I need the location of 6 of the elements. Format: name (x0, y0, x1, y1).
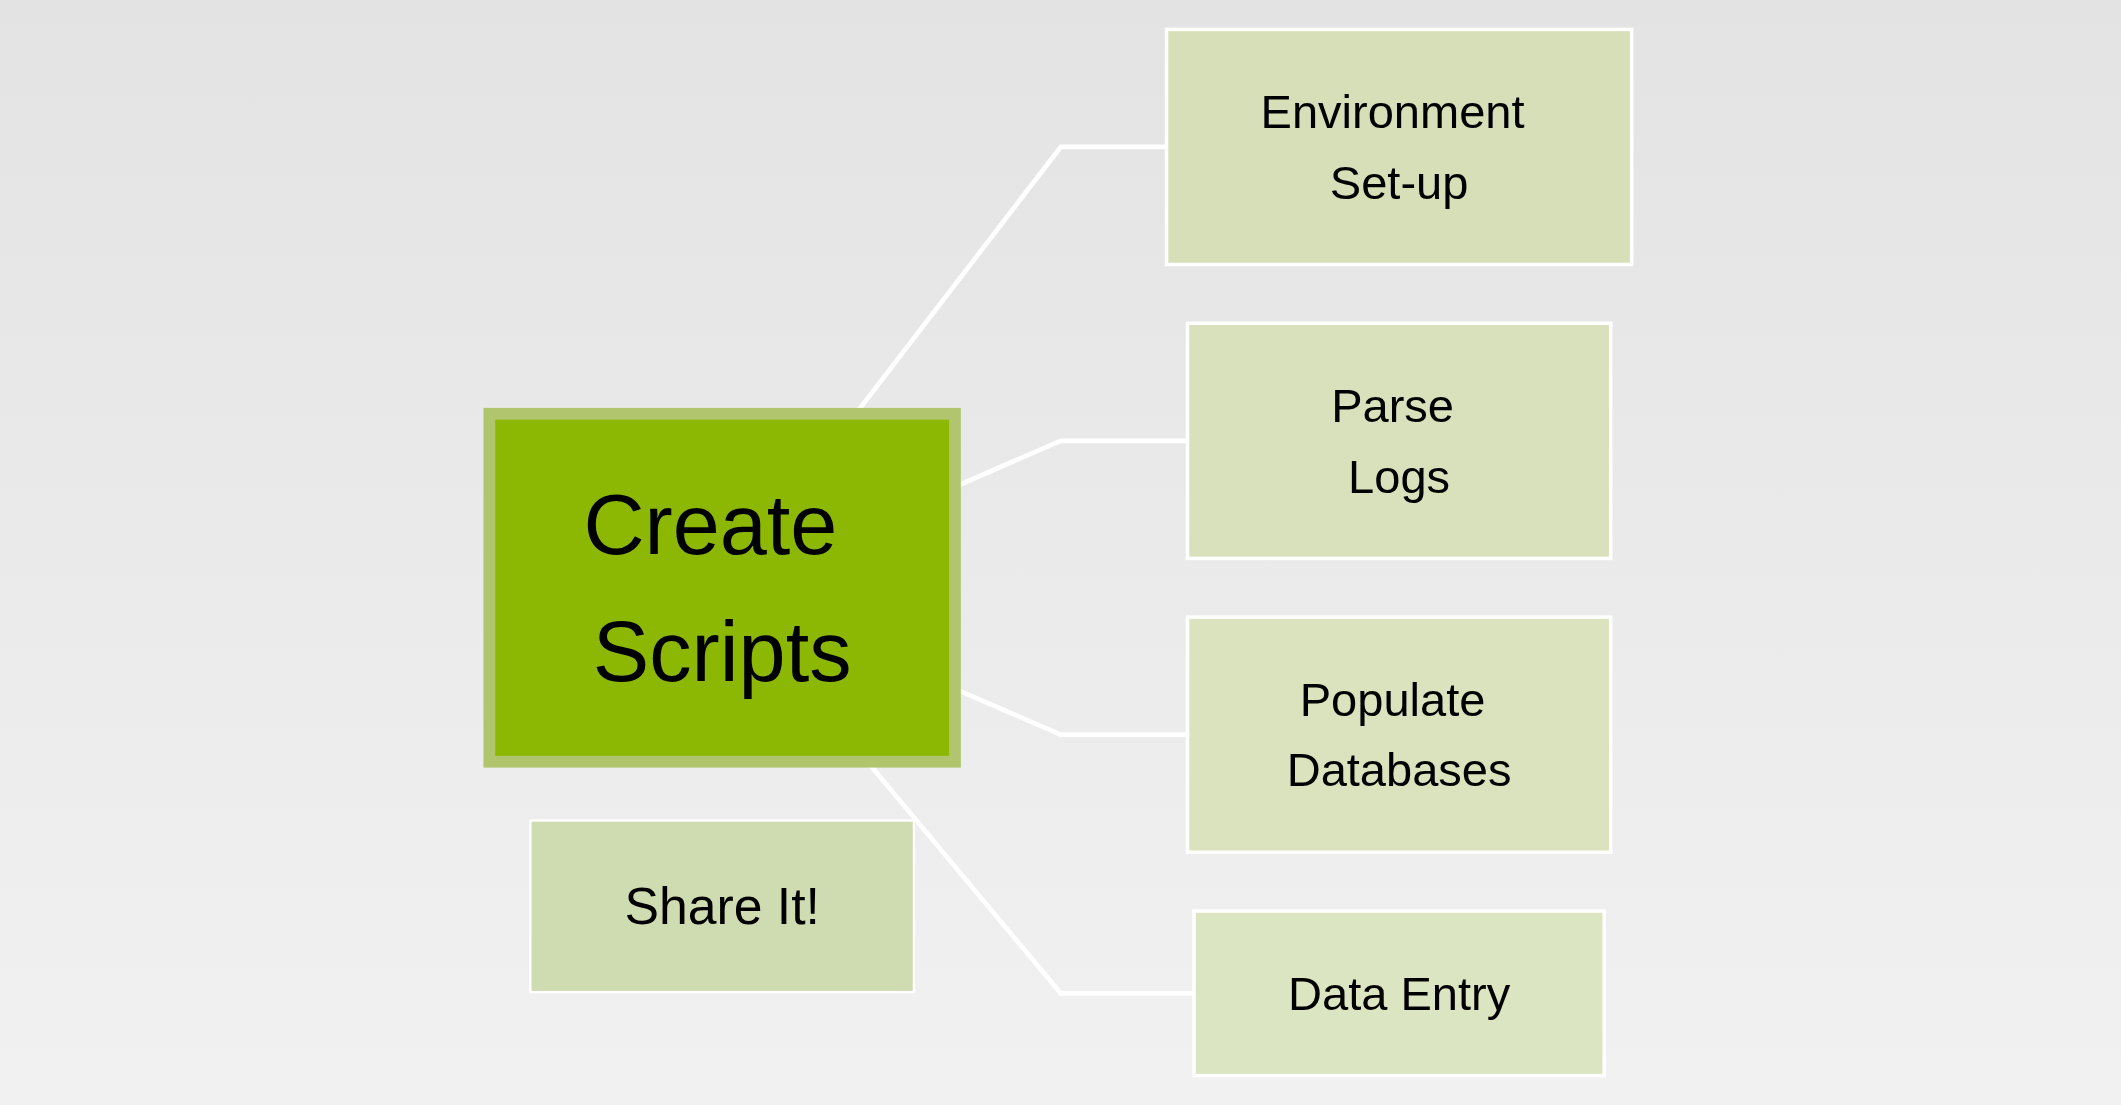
node-box: Create Scripts (483, 407, 961, 768)
node-box: Share It! (529, 819, 916, 994)
node-box: Environment Set-up (1164, 27, 1634, 267)
node-box: Parse Logs (1185, 321, 1613, 561)
node-box: Populate Databases (1185, 615, 1613, 854)
node-box: Data Entry (1192, 909, 1606, 1078)
